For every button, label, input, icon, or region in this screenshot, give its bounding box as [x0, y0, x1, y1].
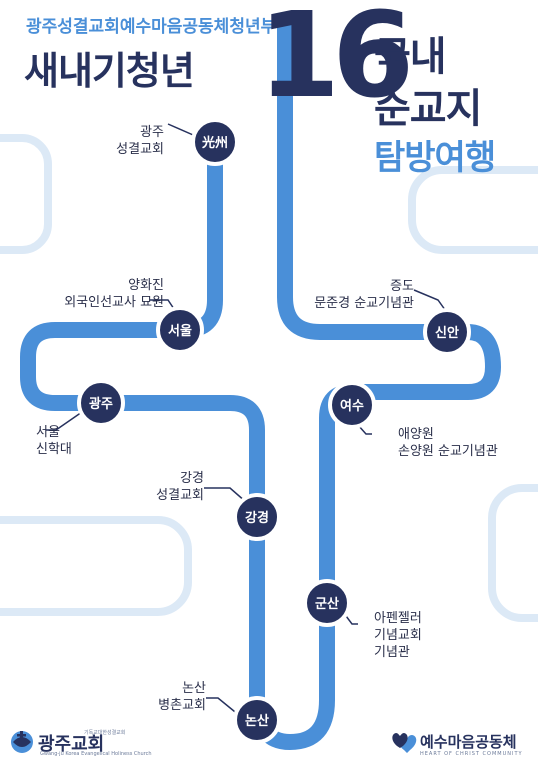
decor-outline-left-top	[0, 134, 52, 254]
decor-outline-right-top	[408, 166, 538, 254]
stop-node-1: 光州	[191, 118, 239, 166]
subtitle-line-2: 순교지	[374, 86, 482, 132]
stop-desc-line: 손양원 순교기념관	[398, 444, 498, 459]
stop-desc-line: 아펜젤러	[374, 611, 422, 626]
stop-desc-line: 광주	[140, 125, 164, 140]
stop-desc-line: 증도	[390, 279, 414, 294]
church-logo-english: Gwang-ju Korea Evangelical Holiness Chur…	[40, 751, 152, 757]
stop-desc-line: 문준경 순교기념관	[314, 296, 414, 311]
stop-node-label: 光州	[201, 135, 228, 151]
main-title: 새내기청년	[24, 49, 195, 93]
stop-desc-7: 애양원 손양원 순교기념관	[398, 426, 498, 460]
decor-outline-right-bottom	[488, 484, 538, 622]
stop-node-label: 강경	[245, 510, 269, 526]
stop-node-8: 신안	[423, 308, 471, 356]
community-logo-text: 예수마음공동체	[420, 733, 517, 751]
church-logo-subtext: 기독교대한성결교회	[84, 730, 126, 736]
decor-outline-left-bottom	[0, 516, 192, 616]
stop-node-3: 광주	[77, 379, 125, 427]
subtitle-line-3: 탐방여행	[374, 138, 496, 178]
community-logo-subtext: HEART OF CHRIST COMMUNITY	[420, 751, 523, 757]
stop-desc-1: 광주 성결교회	[116, 124, 164, 158]
church-logo-text: 광주교회	[38, 734, 105, 755]
stop-node-label: 여수	[340, 398, 364, 414]
stop-desc-6: 아펜젤러 기념교회 기념관	[374, 610, 422, 661]
stop-node-label: 신안	[435, 325, 459, 341]
stop-desc-line: 강경	[180, 471, 204, 486]
stop-desc-line: 성결교회	[116, 142, 164, 157]
stop-node-4: 강경	[233, 493, 281, 541]
stop-node-label: 논산	[245, 713, 269, 729]
stop-desc-line: 서울	[36, 425, 60, 440]
stop-desc-line: 양화진	[128, 278, 164, 293]
stop-node-label: 군산	[315, 596, 339, 612]
leader-line-5	[206, 697, 241, 717]
stop-desc-2: 양화진 외국인선교사 묘원	[64, 277, 164, 311]
stop-desc-line: 기념교회	[374, 628, 422, 643]
leader-line-4	[204, 487, 247, 503]
stop-desc-line: 병촌교회	[158, 698, 206, 713]
hearts-icon	[392, 733, 417, 753]
stop-desc-8: 증도 문준경 순교기념관	[314, 278, 414, 312]
stop-desc-3: 서울 신학대	[36, 424, 72, 458]
subtitle-line-1: 국내	[374, 34, 447, 80]
stop-node-label: 서울	[168, 323, 192, 339]
route-path	[20, 20, 501, 750]
stop-desc-line: 논산	[182, 681, 206, 696]
stop-node-7: 여수	[328, 381, 376, 429]
stop-desc-4: 강경 성결교회	[156, 470, 204, 504]
stop-node-2: 서울	[156, 306, 204, 354]
organization-name: 광주성결교회예수마음공동체청년부	[26, 17, 277, 37]
stop-desc-line: 성결교회	[156, 488, 204, 503]
stop-node-5: 논산	[233, 696, 281, 744]
stop-desc-line: 기념관	[374, 645, 410, 660]
stop-desc-line: 애양원	[398, 427, 434, 442]
stop-node-label: 광주	[89, 397, 113, 412]
globe-cross-icon	[11, 731, 33, 753]
stop-desc-5: 논산 병촌교회	[158, 680, 206, 714]
stop-node-6: 군산	[303, 579, 351, 627]
edition-number: 16	[258, 0, 414, 124]
stop-desc-line: 신학대	[36, 442, 72, 457]
leader-line-3	[46, 411, 83, 431]
stop-desc-line: 외국인선교사 묘원	[64, 295, 164, 310]
